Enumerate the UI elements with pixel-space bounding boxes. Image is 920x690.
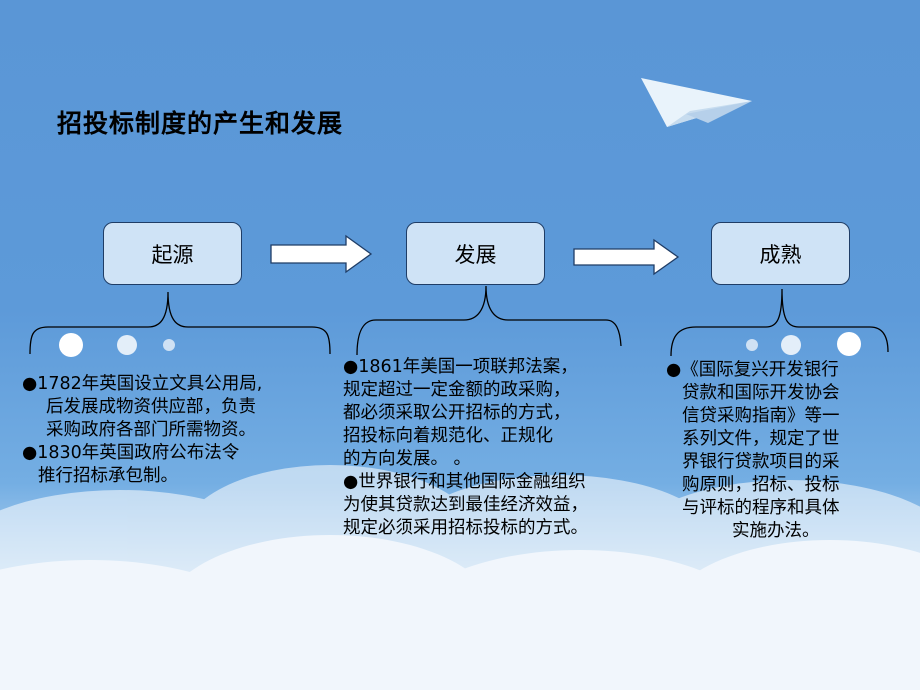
brace-1: [29, 291, 331, 355]
text-line: 系列文件，规定了世: [682, 429, 840, 449]
text-line: 推行招标承包制。: [38, 466, 178, 486]
arrow-right-icon: [573, 238, 680, 276]
text-line: 都必须采取公开招标的方式，: [343, 403, 571, 423]
text-line: 的方向发展。 。: [343, 449, 472, 469]
text-line: 招投标向着规范化、正规化: [343, 426, 553, 446]
text-line: ●1782年英国设立文具公用局,: [22, 374, 263, 394]
text-line: 后发展成物资供应部，负责: [46, 397, 256, 417]
text-line: 信贷采购指南》等一: [682, 406, 840, 426]
text-line: 为使其贷款达到最佳经济效益，: [343, 495, 588, 515]
stage-box-development: 发展: [406, 222, 545, 285]
text-line: ●《国际复兴开发银行: [666, 360, 839, 380]
maturity-description: ●《国际复兴开发银行 贷款和国际开发协会 信贷采购指南》等一 系列文件，规定了世…: [666, 359, 840, 543]
text-line: 规定必须采用招标投标的方式。: [343, 518, 588, 538]
text-line: ●1861年美国一项联邦法案，: [343, 357, 578, 377]
text-line: 与评标的程序和具体: [682, 498, 840, 518]
brace-3: [670, 288, 889, 357]
text-line: 实施办法。: [732, 521, 820, 541]
text-line: ●世界银行和其他国际金融组织: [343, 472, 586, 492]
text-line: 购原则，招标、投标: [682, 475, 840, 495]
arrow-right-icon: [270, 234, 373, 274]
text-line: 贷款和国际开发协会: [682, 383, 840, 403]
text-line: 采购政府各部门所需物资。: [46, 420, 256, 440]
text-line: ●1830年英国政府公布法令: [22, 443, 240, 463]
brace-2: [356, 285, 622, 356]
page-title: 招投标制度的产生和发展: [57, 109, 344, 138]
text-line: 界银行贷款项目的采: [682, 452, 840, 472]
origin-description: ●1782年英国设立文具公用局, 后发展成物资供应部，负责 采购政府各部门所需物…: [22, 373, 262, 488]
development-description: ●1861年美国一项联邦法案， 规定超过一定金额的政采购， 都必须采取公开招标的…: [343, 356, 588, 540]
stage-box-origin: 起源: [103, 222, 242, 285]
stage-box-maturity: 成熟: [711, 222, 850, 285]
text-line: 规定超过一定金额的政采购，: [343, 380, 571, 400]
